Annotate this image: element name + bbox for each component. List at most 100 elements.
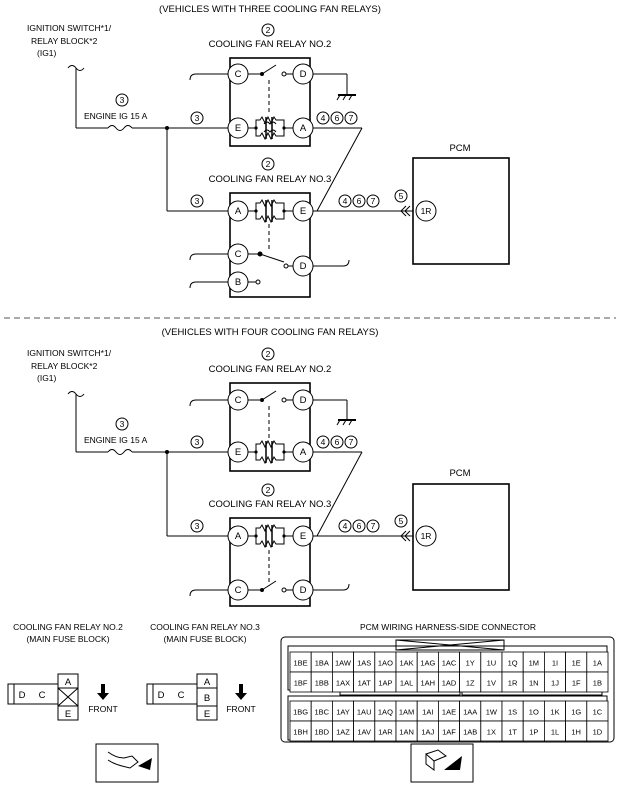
bottom-pcm: PCM 1R 5 <box>394 468 510 591</box>
svg-text:A: A <box>300 447 307 458</box>
top-relay3-label: COOLING FAN RELAY NO.3 <box>209 174 332 185</box>
pcm-pin-label: 1B <box>593 679 602 688</box>
top-heading: (VEHICLES WITH THREE COOLING FAN RELAYS) <box>159 4 381 15</box>
top-marker-3a: 3 <box>115 93 129 107</box>
pcm-pin-label: 1BC <box>315 708 330 717</box>
top-relay2-marker: 2 <box>261 23 275 37</box>
pcm-pin-label: 1BH <box>293 728 308 737</box>
pcm-pin-label: 1AF <box>442 728 456 737</box>
pcm-pin-label: 1U <box>487 659 497 668</box>
pcm-pin-label: 1AC <box>442 659 457 668</box>
top-pcm-pin <box>415 200 437 222</box>
bottom-ign-label-1: IGNITION SWITCH*1/ <box>27 348 112 358</box>
pcm-pin-label: 1AY <box>336 708 350 717</box>
pcm-connector-title: PCM WIRING HARNESS-SIDE CONNECTOR <box>360 622 536 632</box>
pcm-pin-label: 1AP <box>378 679 392 688</box>
svg-text:A: A <box>300 123 307 134</box>
svg-text:D: D <box>19 690 26 701</box>
pcm-pin-label: 1L <box>551 728 559 737</box>
bottom-ign-label-3: (IG1) <box>37 373 57 383</box>
bottom-fuse-label: ENGINE IG 15 A <box>84 435 148 445</box>
svg-text:C: C <box>235 585 242 596</box>
bottom-ign-label-2: RELAY BLOCK*2 <box>31 361 98 371</box>
bottom-fuse-symbol <box>107 449 133 455</box>
pcm-pin-label: 1BG <box>293 708 308 717</box>
svg-text:2: 2 <box>266 349 271 359</box>
svg-text:2: 2 <box>266 159 271 169</box>
bottom-markers-467b: 4 6 7 <box>338 519 380 533</box>
svg-text:4: 4 <box>321 437 326 447</box>
pcm-pin-label: 1O <box>529 708 539 717</box>
pcm-pin-label: 1R <box>508 679 518 688</box>
top-relay3-marker: 2 <box>261 157 275 171</box>
top-fuse-label: ENGINE IG 15 A <box>84 111 148 121</box>
svg-text:2: 2 <box>266 485 271 495</box>
pcm-pin-label: 1BB <box>315 679 329 688</box>
relay2-connector-title-2: (MAIN FUSE BLOCK) <box>26 634 109 644</box>
svg-text:7: 7 <box>371 521 376 531</box>
pcm-pin-label: 1Z <box>466 679 475 688</box>
pcm-pin-label: 1AT <box>358 679 372 688</box>
top-markers-467a: 4 6 7 <box>316 111 358 125</box>
pcm-plug-icon <box>410 743 474 783</box>
pcm-pin-label: 1H <box>571 728 581 737</box>
svg-text:5: 5 <box>399 191 404 201</box>
svg-text:7: 7 <box>371 196 376 206</box>
pcm-pin-label: 1E <box>572 659 581 668</box>
top-fuse-symbol <box>107 125 133 131</box>
pcm-pin-label: 1AZ <box>336 728 350 737</box>
svg-text:E: E <box>235 447 241 458</box>
bottom-relay2-ground-icon <box>336 419 356 426</box>
bottom-relay2: 2 COOLING FAN RELAY NO.2 C D <box>189 347 363 537</box>
pcm-pin-label: 1AQ <box>378 708 393 717</box>
svg-text:4: 4 <box>343 196 348 206</box>
bottom-heading: (VEHICLES WITH FOUR COOLING FAN RELAYS) <box>162 327 379 338</box>
svg-text:A: A <box>65 677 72 688</box>
top-relay3-resistor <box>255 198 285 211</box>
pcm-pin-label: 1BA <box>315 659 329 668</box>
svg-text:1R: 1R <box>421 531 432 541</box>
pcm-pin-label: 1F <box>572 679 581 688</box>
svg-text:E: E <box>204 709 210 720</box>
pcm-pin-label: 1AJ <box>421 728 434 737</box>
pcm-pin-label: 1AW <box>335 659 352 668</box>
relay3-connector-view: COOLING FAN RELAY NO.3 (MAIN FUSE BLOCK)… <box>146 622 260 721</box>
relay2-connector-view: COOLING FAN RELAY NO.2 (MAIN FUSE BLOCK)… <box>7 622 159 783</box>
pcm-pin-label: 1D <box>593 728 603 737</box>
top-marker-5: 5 <box>394 189 408 203</box>
top-ign-label-2: RELAY BLOCK*2 <box>31 36 98 46</box>
svg-text:D: D <box>300 69 307 80</box>
pcm-pin-label: 1BE <box>294 659 308 668</box>
top-pcm: PCM 1R 5 <box>394 143 510 265</box>
svg-text:4: 4 <box>321 113 326 123</box>
svg-text:A: A <box>235 531 242 542</box>
top-ign-label-3: (IG1) <box>37 48 57 58</box>
pcm-connector-view: PCM WIRING HARNESS-SIDE CONNECTOR 1BE 1BA… <box>280 622 615 783</box>
top-relay2-switch <box>261 64 277 75</box>
svg-text:D: D <box>300 261 307 272</box>
svg-text:A: A <box>235 206 242 217</box>
svg-text:B: B <box>235 277 241 288</box>
relay3-connector-title-1: COOLING FAN RELAY NO.3 <box>150 622 260 632</box>
pcm-pin-label: 1AS <box>357 659 371 668</box>
bottom-pcm-pin <box>415 525 437 547</box>
bottom-pcm-box <box>412 483 510 591</box>
relay2-plug-icon <box>95 743 159 783</box>
pcm-pin-label: 1G <box>571 708 581 717</box>
top-relay2-resistor <box>255 115 285 128</box>
bottom-relay2-box <box>229 382 311 472</box>
bottom-marker-3b: 3 <box>190 435 204 449</box>
relay2-connector-title-1: COOLING FAN RELAY NO.2 <box>13 622 123 632</box>
top-wire-a-to-e <box>316 127 363 212</box>
svg-text:E: E <box>235 123 241 134</box>
pcm-pin-label: 1V <box>487 679 496 688</box>
pcm-pin-label: 1J <box>551 679 559 688</box>
top-marker-3c: 3 <box>190 194 204 208</box>
svg-text:1R: 1R <box>421 206 432 216</box>
bottom-relay2-label: COOLING FAN RELAY NO.2 <box>209 364 332 375</box>
svg-text:5: 5 <box>399 516 404 526</box>
pcm-pin-label: 1AR <box>378 728 393 737</box>
top-relay3: 2 COOLING FAN RELAY NO.3 A E C <box>189 157 400 298</box>
pcm-pin-label: 1AD <box>442 679 457 688</box>
bottom-pcm-label: PCM <box>449 468 470 479</box>
